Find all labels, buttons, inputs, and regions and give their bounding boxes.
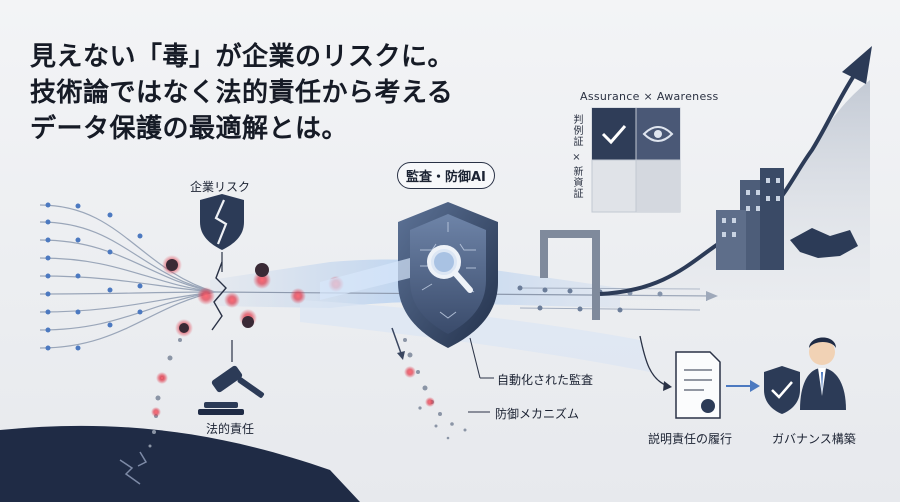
connector-line bbox=[639, 335, 669, 387]
falling-particles-right bbox=[403, 338, 467, 440]
handshake-icon bbox=[790, 228, 858, 258]
matrix-side-label-1: 判例証 bbox=[571, 114, 582, 147]
matrix-cross: × bbox=[571, 152, 582, 164]
governance-label: ガバナンス構築 bbox=[772, 432, 856, 446]
headline-line-3: データ保護の最適解とは。 bbox=[30, 114, 349, 144]
defense-mechanism-label: 防御メカニズム bbox=[495, 407, 580, 421]
data-lines bbox=[39, 204, 216, 349]
light-beam bbox=[320, 258, 410, 300]
ai-shield-icon bbox=[398, 202, 498, 348]
city-buildings-icon bbox=[716, 168, 784, 270]
gate-frame bbox=[540, 230, 600, 320]
businessman-icon bbox=[800, 337, 846, 410]
growth-arrowhead bbox=[842, 46, 872, 84]
crack-icon bbox=[119, 451, 148, 485]
headline-line-2: 技術論ではなく法的責任から考える bbox=[30, 78, 454, 108]
corporate-risk-label: 企業リスク bbox=[190, 180, 251, 194]
eye-icon bbox=[642, 126, 674, 142]
bottom-wave bbox=[0, 425, 360, 502]
headline-line-1: 見えない「毒」が企業のリスクに。 bbox=[30, 42, 455, 72]
assurance-matrix bbox=[591, 107, 681, 213]
crack-icon bbox=[211, 261, 227, 331]
check-icon bbox=[601, 125, 627, 145]
data-nodes bbox=[45, 202, 143, 351]
flow-band-lower bbox=[300, 300, 650, 372]
virus-icon bbox=[166, 259, 269, 333]
broken-shield-icon bbox=[200, 194, 244, 250]
down-arrow bbox=[391, 327, 403, 357]
accountability-label: 説明責任の履行 bbox=[648, 432, 733, 446]
matrix-side-label-2: 新資証 bbox=[571, 166, 582, 199]
check-shield-icon bbox=[764, 366, 800, 414]
legal-liability-label: 法的責任 bbox=[206, 422, 255, 436]
document-icon bbox=[675, 351, 721, 419]
audit-ai-badge: 監査・防御AI bbox=[397, 162, 495, 189]
gavel-icon bbox=[198, 365, 265, 415]
automated-audit-label: 自動化された監査 bbox=[497, 373, 594, 387]
matrix-title: Assurance × Awareness bbox=[580, 90, 719, 103]
